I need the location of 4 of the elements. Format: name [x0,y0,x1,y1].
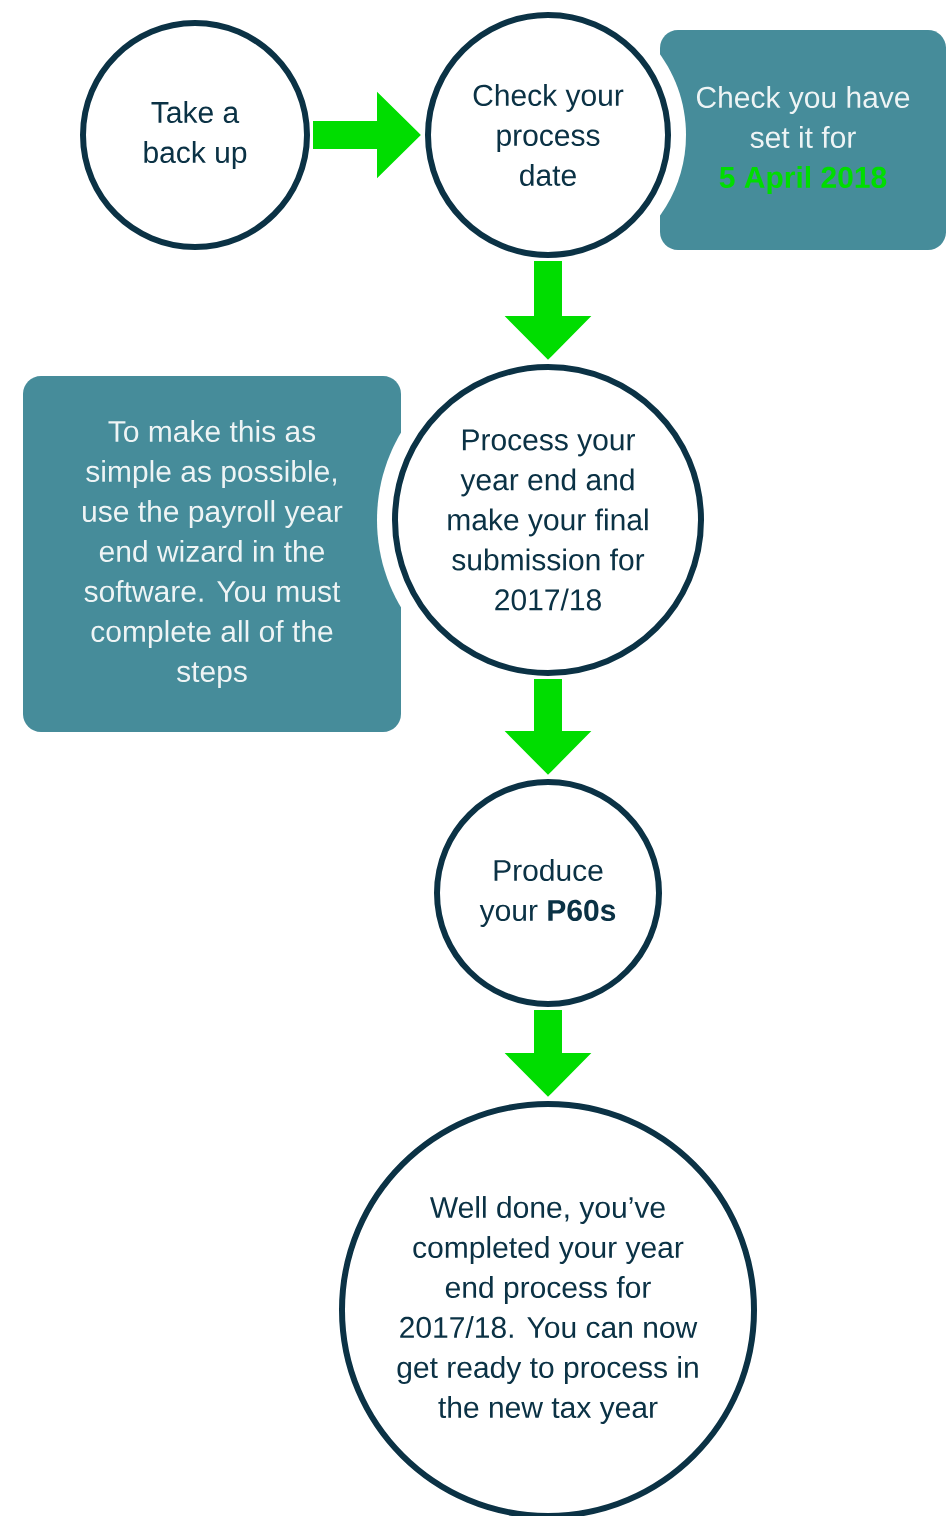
note-box: Check you have set it for 5 April 2018 [660,30,946,250]
note-box: To make this as simple as possible, use the payroll year end wizard in the software. You must complete all of the steps [23,376,401,732]
node-label: Process your year end and make your final submission for 2017/18 [448,429,648,611]
node-label: Check your process date [473,83,624,187]
